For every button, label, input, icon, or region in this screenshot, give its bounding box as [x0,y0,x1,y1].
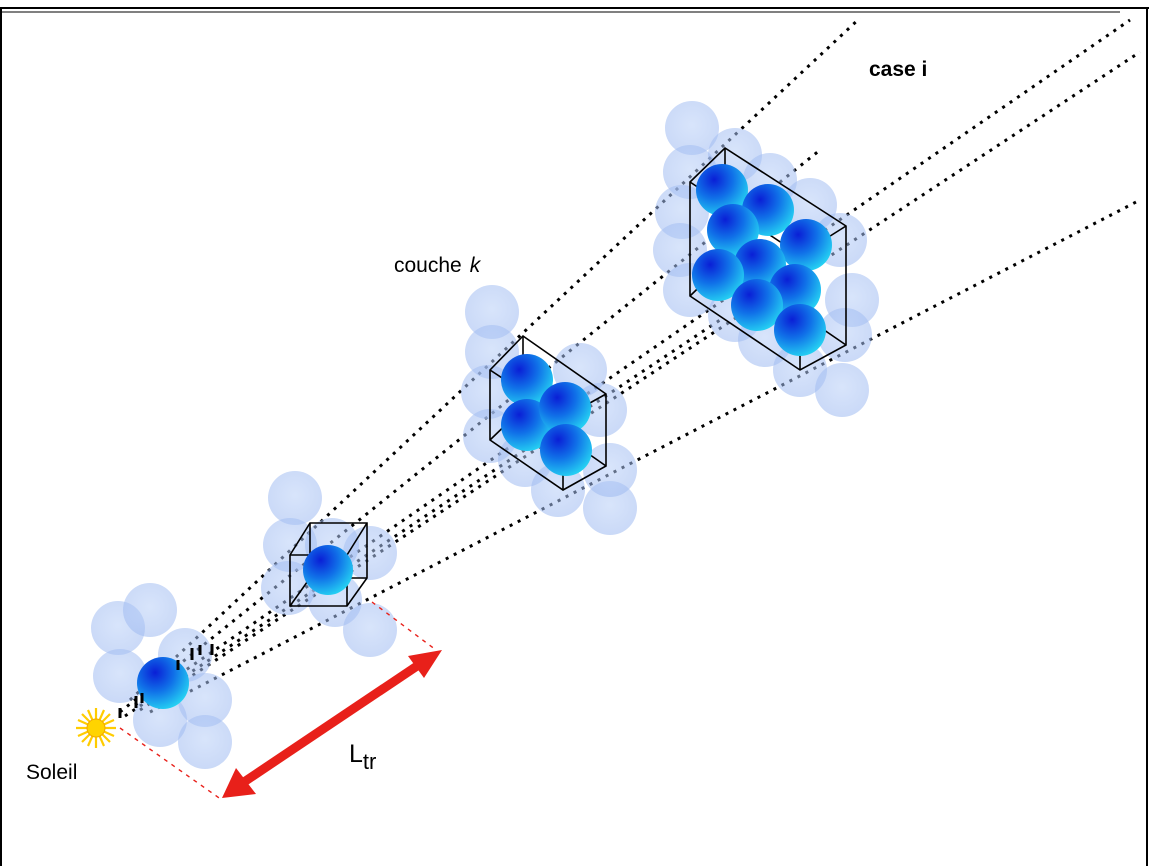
ray-origin-dashes [118,644,214,718]
ghost-sphere [818,308,872,362]
transport-length-arrow [222,650,442,798]
solid-sphere [501,354,553,406]
ghost-sphere [268,471,322,525]
ghost-sphere [583,481,637,535]
figure-frame [0,7,1149,866]
solid-sphere [303,545,353,595]
transport-length-label: Ltr [349,740,376,775]
ghost-sphere [178,715,232,769]
ghost-sphere [93,649,147,703]
solid-sphere [780,219,832,271]
ghost-sphere [655,185,709,239]
ghost-sphere [783,178,837,232]
solid-sphere [731,279,783,331]
solid-sphere [696,164,748,216]
ghost-sphere [261,561,315,615]
ghost-sphere [665,101,719,155]
solid-sphere [707,204,759,256]
light-rays [119,16,1141,718]
ghost-sphere [815,363,869,417]
ray-2 [134,18,1131,707]
ghost-sphere [123,583,177,637]
ghost-sphere [263,518,317,572]
ray-6 [124,318,721,718]
transport-length-subscript: tr [362,749,377,774]
solid-sphere [539,382,591,434]
case-label: case i [869,58,928,81]
sun-label: Soleil [26,761,78,784]
ghost-sphere [583,443,637,497]
cluster-2 [261,471,397,657]
layer-label-variable: k [469,254,481,277]
ghost-sphere [178,673,232,727]
layer-label-word: couche [394,254,462,277]
cluster-1 [91,583,232,769]
cluster-4 [653,101,879,417]
ray-4 [149,198,1141,714]
solid-sphere [692,249,744,301]
solid-sphere [774,304,826,356]
sun-icon [76,708,116,748]
transport-guides [119,601,437,801]
solid-sphere [137,657,189,709]
solid-sphere [540,424,592,476]
ghost-sphere [343,603,397,657]
transport-length-main: L [349,740,363,768]
cluster-3 [461,285,637,535]
ghost-sphere [465,285,519,339]
